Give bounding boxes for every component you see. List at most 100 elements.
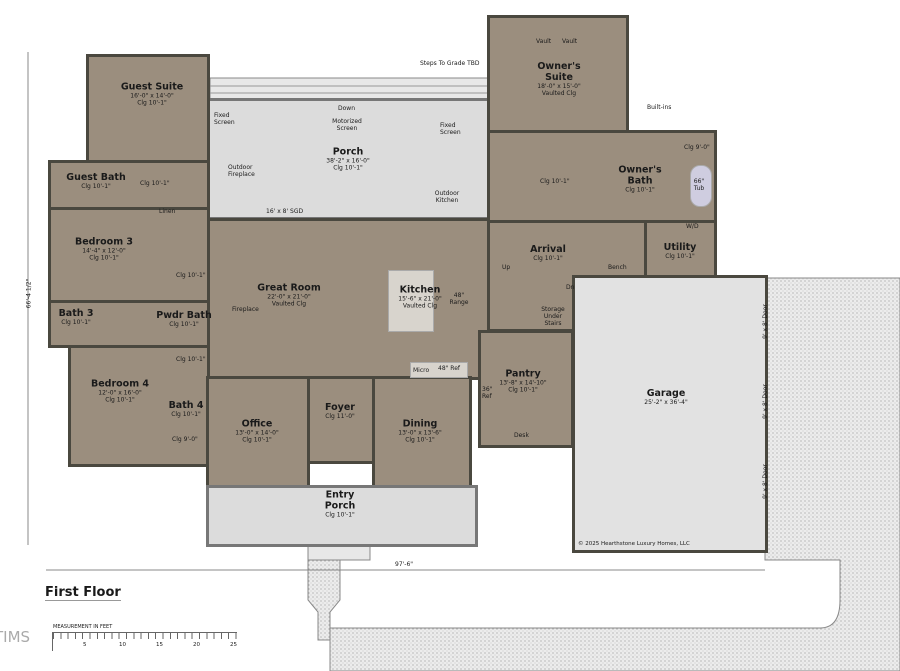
room-ceiling: Clg 10'-1"	[405, 436, 435, 444]
room-name: Guest Suite	[120, 81, 184, 93]
room-size: 18'-0" x 15'-0"	[537, 83, 581, 91]
room-name: Kitchen	[399, 284, 441, 296]
front-walk	[307, 547, 341, 641]
note-up: Up	[502, 264, 511, 271]
note-fireplace: Fireplace	[232, 306, 259, 313]
room-name: Great Room	[257, 282, 321, 294]
depth-dimension: 66'-4 1/2"	[25, 278, 33, 309]
note-vault: Vault	[536, 38, 552, 45]
note-range: 48" Range	[449, 292, 469, 306]
room-ceiling: Clg 10'-1"	[105, 396, 135, 404]
room-name: Entry Porch	[324, 489, 356, 512]
room-guest-suite	[86, 54, 210, 164]
note-micro: Micro	[413, 367, 430, 374]
room-name: Bedroom 3	[74, 236, 134, 248]
room-bedroom-3	[48, 207, 210, 303]
room-size: 12'-0" x 16'-0"	[98, 389, 142, 397]
note-builtins: Built-ins	[647, 104, 672, 111]
scale-tick: 25	[230, 642, 237, 648]
room-size: 16'-0" x 14'-0"	[130, 92, 174, 100]
room-name: Dining	[402, 418, 438, 430]
room-name: Owner's Bath	[618, 164, 662, 187]
room-ceiling: Vaulted Clg	[271, 300, 307, 308]
room-name: Bedroom 4	[90, 378, 150, 390]
room-ceiling: Clg 10'-1"	[89, 254, 119, 262]
room-ceiling: Clg 10'-1"	[665, 253, 695, 261]
note-garage-door: 9' x 8' Door	[761, 304, 769, 339]
room-name: Owner's Suite	[537, 61, 581, 84]
room-dining	[372, 376, 472, 488]
room-ceiling: Clg 10'-1"	[625, 186, 655, 194]
note-storage: Storage Under Stairs	[541, 306, 565, 327]
room-ceiling: Vaulted Clg	[402, 302, 438, 310]
note-clg: Clg 10'-1"	[540, 178, 570, 185]
room-ceiling: Clg 10'-1"	[333, 164, 363, 172]
room-name: Porch	[332, 146, 364, 158]
scale-bar: 5 10 15 20 25	[52, 632, 237, 651]
note-garage-door: 9' x 8' Door	[761, 384, 769, 419]
micro-ref-fixture	[410, 362, 468, 378]
note-outdoor-kitchen: Outdoor Kitchen	[434, 190, 460, 204]
copyright: © 2025 Hearthstone Luxury Homes, LLC	[578, 541, 690, 547]
scale-tick: 15	[156, 642, 163, 648]
room-ceiling: Clg 11'-0"	[325, 413, 355, 421]
note-wd: W/D	[686, 223, 699, 230]
note-vault: Vault	[562, 38, 578, 45]
room-ceiling: Clg 10'-1"	[169, 321, 199, 329]
note-motorized-screen: Motorized Screen	[332, 118, 362, 132]
entry-steps	[307, 545, 371, 561]
note-clg: Clg 10'-1"	[176, 356, 206, 363]
note-sgd: 16' x 8' SGD	[266, 208, 304, 215]
room-bath-3	[48, 300, 210, 348]
room-name: Bath 3	[58, 308, 94, 320]
room-name: Pantry	[505, 368, 541, 380]
scale-tick: 5	[83, 642, 87, 648]
note-steps: Steps To Grade TBD	[420, 60, 480, 67]
room-size: 22'-0" x 21'-0"	[267, 293, 311, 301]
room-name: Office	[241, 418, 273, 430]
note-dn: Dn	[566, 284, 575, 291]
room-closets-bath	[487, 130, 717, 223]
room-size: 13'-8" x 14'-10"	[499, 379, 547, 387]
room-name: Utility	[663, 242, 697, 254]
room-ceiling: Vaulted Clg	[541, 89, 577, 97]
width-dimension: 97'-6"	[395, 561, 414, 568]
note-bench: Bench	[608, 264, 627, 271]
note-ref36: 36" Ref	[482, 386, 493, 400]
porch-steps	[209, 77, 491, 101]
room-name: Bath 4	[168, 400, 204, 412]
room-size: 15'-6" x 21'-0"	[398, 295, 442, 303]
bathtub	[690, 165, 712, 207]
room-ceiling: Clg 10'-1"	[81, 183, 111, 191]
room-name: Garage	[646, 388, 686, 400]
note-fixed-screen: Fixed Screen	[440, 122, 461, 136]
note-ref: 48" Ref	[438, 365, 461, 372]
room-name: Guest Bath	[66, 172, 126, 184]
note-tub: 66" Tub	[693, 178, 705, 192]
note-clg: Clg 10'-1"	[140, 180, 170, 187]
note-linen: Linen	[159, 208, 176, 215]
watermark: TIMS	[0, 628, 31, 646]
room-ceiling: Clg 10'-1"	[137, 99, 167, 107]
room-ceiling: Clg 10'-1"	[508, 386, 538, 394]
room-size: 13'-0" x 13'-6"	[398, 429, 442, 437]
note-outdoor-fireplace: Outdoor Fireplace	[228, 164, 255, 178]
scale-tick: 10	[119, 642, 126, 648]
room-foyer	[307, 376, 375, 464]
note-clg: Clg 9'-0"	[684, 144, 710, 151]
room-name: Foyer	[325, 402, 355, 414]
room-garage	[572, 275, 768, 553]
note-fixed-screen: Fixed Screen	[214, 112, 235, 126]
note-garage-door: 9' x 8' Door	[761, 464, 769, 499]
room-ceiling: Clg 10'-1"	[61, 319, 91, 327]
room-size: 25'-2" x 36'-4"	[644, 399, 688, 407]
room-size: 38'-2" x 16'-0"	[326, 157, 370, 165]
room-name: Arrival	[530, 244, 566, 256]
room-size: 13'-0" x 14'-0"	[235, 429, 279, 437]
room-ceiling: Clg 10'-1"	[171, 411, 201, 419]
note-desk: Desk	[514, 432, 529, 439]
room-entry-porch	[206, 485, 478, 547]
room-ceiling: Clg 10'-1"	[533, 255, 563, 263]
room-bedroom-4	[68, 345, 210, 467]
